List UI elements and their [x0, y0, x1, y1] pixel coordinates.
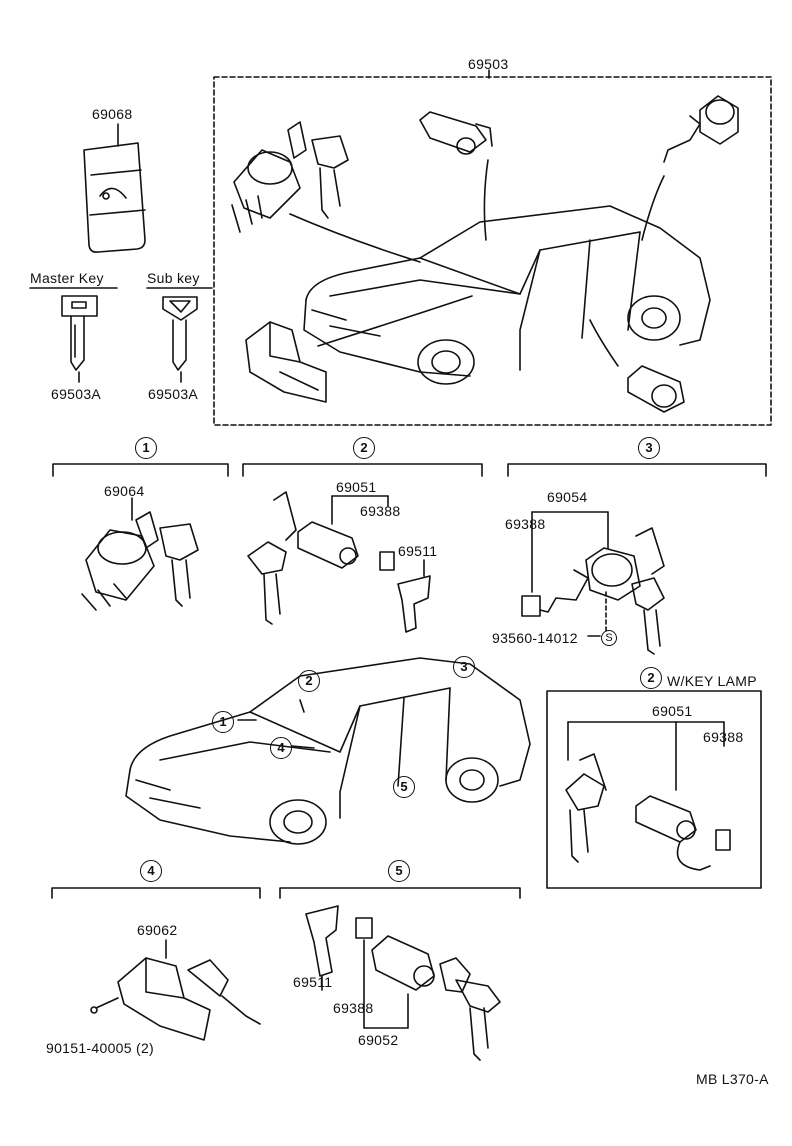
part-number-69388-g3: 69388	[505, 516, 546, 532]
marker-s: S	[601, 630, 617, 646]
g5-door-cylinder-art	[305, 905, 501, 1061]
glove-lock-icon	[245, 321, 327, 403]
part-number-90151-40005: 90151-40005 (2)	[46, 1040, 155, 1056]
door-lock-cylinder-icon	[419, 111, 493, 241]
g4-glove-lock-art	[90, 939, 261, 1041]
sub-key-label: Sub key	[147, 270, 200, 286]
part-number-sub-key: 69503A	[148, 386, 199, 402]
car-marker-2: 2	[298, 670, 320, 692]
part-number-69052: 69052	[358, 1032, 399, 1048]
sub-key-icon	[146, 287, 213, 383]
key-plate-icon	[83, 123, 146, 253]
rear-lock-icon	[641, 95, 739, 241]
g1-ignition-art	[81, 497, 199, 611]
group-marker-2: 2	[353, 437, 375, 459]
group-marker-3: 3	[638, 437, 660, 459]
car-marker-1: 1	[212, 711, 234, 733]
car-marker-3: 3	[453, 656, 475, 678]
part-number-69511-g5: 69511	[293, 974, 333, 990]
kit-box-outline	[213, 69, 772, 426]
part-number-69062: 69062	[137, 922, 178, 938]
part-number-69054: 69054	[547, 489, 588, 505]
part-number-93560-14012: 93560-14012	[492, 630, 578, 646]
group-marker-5: 5	[388, 860, 410, 882]
ignition-cylinder-icon	[231, 121, 349, 233]
part-number-69388-g2: 69388	[360, 503, 401, 519]
master-key-label: Master Key	[30, 270, 104, 286]
part-number-69051-lamp: 69051	[652, 703, 693, 719]
group-brackets	[51, 463, 767, 899]
diagram-code: MB L370-A	[696, 1071, 769, 1087]
group-marker-4: 4	[140, 860, 162, 882]
car-marker-5: 5	[393, 776, 415, 798]
part-number-69388-lamp: 69388	[703, 729, 744, 745]
car-wagon-icon	[289, 205, 711, 385]
part-number-69064: 69064	[104, 483, 145, 499]
part-number-master-key: 69503A	[51, 386, 102, 402]
part-number-69511-g2: 69511	[398, 543, 438, 559]
g2-door-cylinder-art	[247, 491, 431, 633]
door-cylinder-lower-icon	[589, 319, 685, 413]
part-number-69068: 69068	[92, 106, 133, 122]
car-location-icon	[125, 657, 531, 845]
g3-rear-lock-art	[521, 511, 665, 655]
part-number-69503: 69503	[468, 56, 509, 72]
group-marker-2-lamp: 2	[640, 667, 662, 689]
key-lamp-box	[546, 690, 762, 889]
car-marker-4: 4	[270, 737, 292, 759]
part-number-69388-g5: 69388	[333, 1000, 374, 1016]
key-lamp-title: W/KEY LAMP	[667, 673, 757, 689]
part-number-69051: 69051	[336, 479, 377, 495]
master-key-icon	[29, 287, 118, 383]
group-marker-1: 1	[135, 437, 157, 459]
